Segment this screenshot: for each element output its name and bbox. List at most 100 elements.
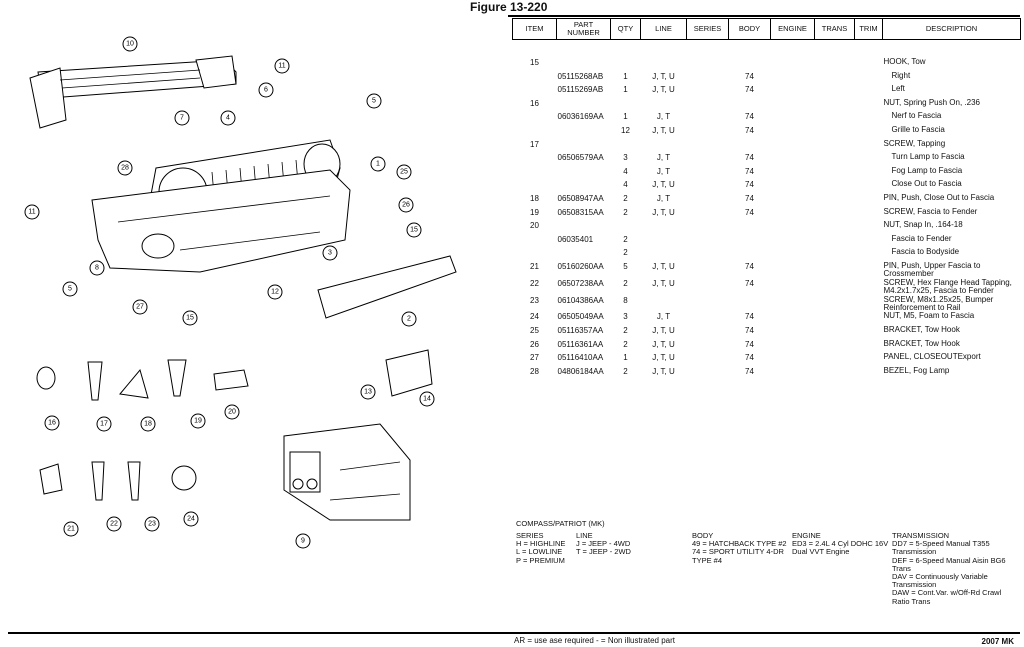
cell-part: [557, 99, 611, 113]
legend-trans-1: Transmission: [892, 547, 937, 557]
callout-circle: [398, 197, 414, 213]
callout-circle: [360, 384, 376, 400]
cell-line: J, T: [656, 312, 671, 322]
callout-circle: [140, 416, 156, 432]
callout-circle: [220, 110, 236, 126]
cell-body: 74: [745, 85, 754, 95]
cell-body: 74: [745, 366, 754, 376]
cell-body: [729, 99, 771, 113]
cell-series: [687, 58, 729, 72]
callout-label: 16: [48, 420, 56, 427]
cell-line: J, T, U: [652, 353, 675, 363]
legend-engine-head: ENGINE: [792, 531, 821, 540]
callout-circle: [190, 413, 206, 429]
cell-empty: [771, 221, 815, 235]
cell-empty: [855, 296, 883, 313]
cell-desc: NUT, M5, Foam to Fascia: [883, 311, 975, 321]
cell-empty: [855, 126, 883, 140]
cell-empty: [855, 180, 883, 194]
cell-empty: [815, 167, 855, 181]
cell-empty: [855, 194, 883, 208]
cell-body: [729, 58, 771, 72]
callout-circle: [117, 160, 133, 176]
cell-part: 06104386AA: [557, 295, 604, 305]
cell-part: 05115268AB: [557, 71, 604, 81]
legend-trans-2: DEF = 6-Speed Manual Aisin BG6: [892, 555, 1006, 565]
cell-empty: [815, 235, 855, 249]
fastener-drawings: [36, 349, 433, 501]
cell-empty: [815, 326, 855, 340]
col-header: SERIES: [686, 18, 729, 40]
cell-part: 06036169AA: [557, 112, 604, 122]
cell-body: 74: [745, 166, 754, 176]
legend-trans-0: DD7 = 5-Speed Manual T355: [892, 539, 990, 549]
callout-circle: [63, 521, 79, 537]
cell-desc: Turn Lamp to Fascia: [891, 152, 965, 162]
callout-label: 6: [264, 87, 268, 94]
cell-qty: 2: [623, 366, 628, 376]
legend-transmission: TRANSMISSION DD7 = 5-Speed Manual T355 T…: [892, 531, 1006, 606]
cell-desc: Left: [891, 84, 905, 94]
callout-label: 24: [187, 516, 195, 523]
cell-desc: NUT, Snap In, .164-18: [883, 220, 963, 230]
cell-empty: [855, 262, 883, 279]
cell-line: J, T, U: [652, 207, 675, 217]
cell-empty: [855, 367, 883, 381]
top-divider: [508, 15, 1020, 17]
callout-circle: [132, 299, 148, 315]
callout-label: 14: [423, 396, 431, 403]
legend-trans-head: TRANSMISSION: [892, 531, 950, 540]
cell-body: [729, 235, 771, 249]
cell-body: [729, 221, 771, 235]
cell-part: [557, 126, 611, 140]
cell-empty: [855, 72, 883, 86]
cell-body: 74: [745, 325, 754, 335]
cell-line: J, T, U: [652, 261, 675, 271]
cell-empty: [815, 353, 855, 367]
callout-label: 4: [226, 115, 230, 122]
cell-empty: [855, 340, 883, 354]
legend-body: BODY 49 = HATCHBACK TYPE #2 74 = SPORT U…: [692, 531, 787, 565]
cell-qty: 2: [623, 207, 628, 217]
cell-desc: Grille to Fascia: [891, 124, 945, 134]
cell-desc: Fog Lamp to Fascia: [891, 165, 963, 175]
callout-label: 13: [364, 389, 372, 396]
cell-empty: [855, 208, 883, 222]
cell-line: [641, 235, 687, 249]
cell-series: [687, 312, 729, 326]
cell-empty: [855, 353, 883, 367]
callout-circle: [182, 310, 198, 326]
cell-item: [513, 248, 557, 262]
col-header: BODY: [728, 18, 771, 40]
cell-empty: [771, 296, 815, 313]
callout-label: 2: [407, 316, 411, 323]
cell-empty: [771, 194, 815, 208]
cell-empty: [771, 208, 815, 222]
cell-empty: [815, 312, 855, 326]
cell-series: [687, 167, 729, 181]
legend-trans-5: Transmission: [892, 580, 937, 590]
legend-body-1: 74 = SPORT UTILITY 4-DR: [692, 547, 784, 557]
cell-series: [687, 279, 729, 296]
callout-label: 3: [328, 250, 332, 257]
cell-empty: [815, 296, 855, 313]
cell-empty: [815, 72, 855, 86]
legend-body-0: 49 = HATCHBACK TYPE #2: [692, 539, 787, 549]
col-header: LINE: [640, 18, 687, 40]
cell-item: 21: [530, 261, 539, 271]
cell-part: 05160260AA: [557, 261, 604, 271]
legend-engine-0: ED3 = 2.4L 4 Cyl DOHC 16V: [792, 539, 889, 549]
cell-item: 27: [530, 353, 539, 363]
cell-empty: [771, 340, 815, 354]
cell-series: [687, 326, 729, 340]
cell-item: [513, 167, 557, 181]
cell-empty: [771, 326, 815, 340]
cell-empty: [855, 140, 883, 154]
cell-empty: [815, 99, 855, 113]
